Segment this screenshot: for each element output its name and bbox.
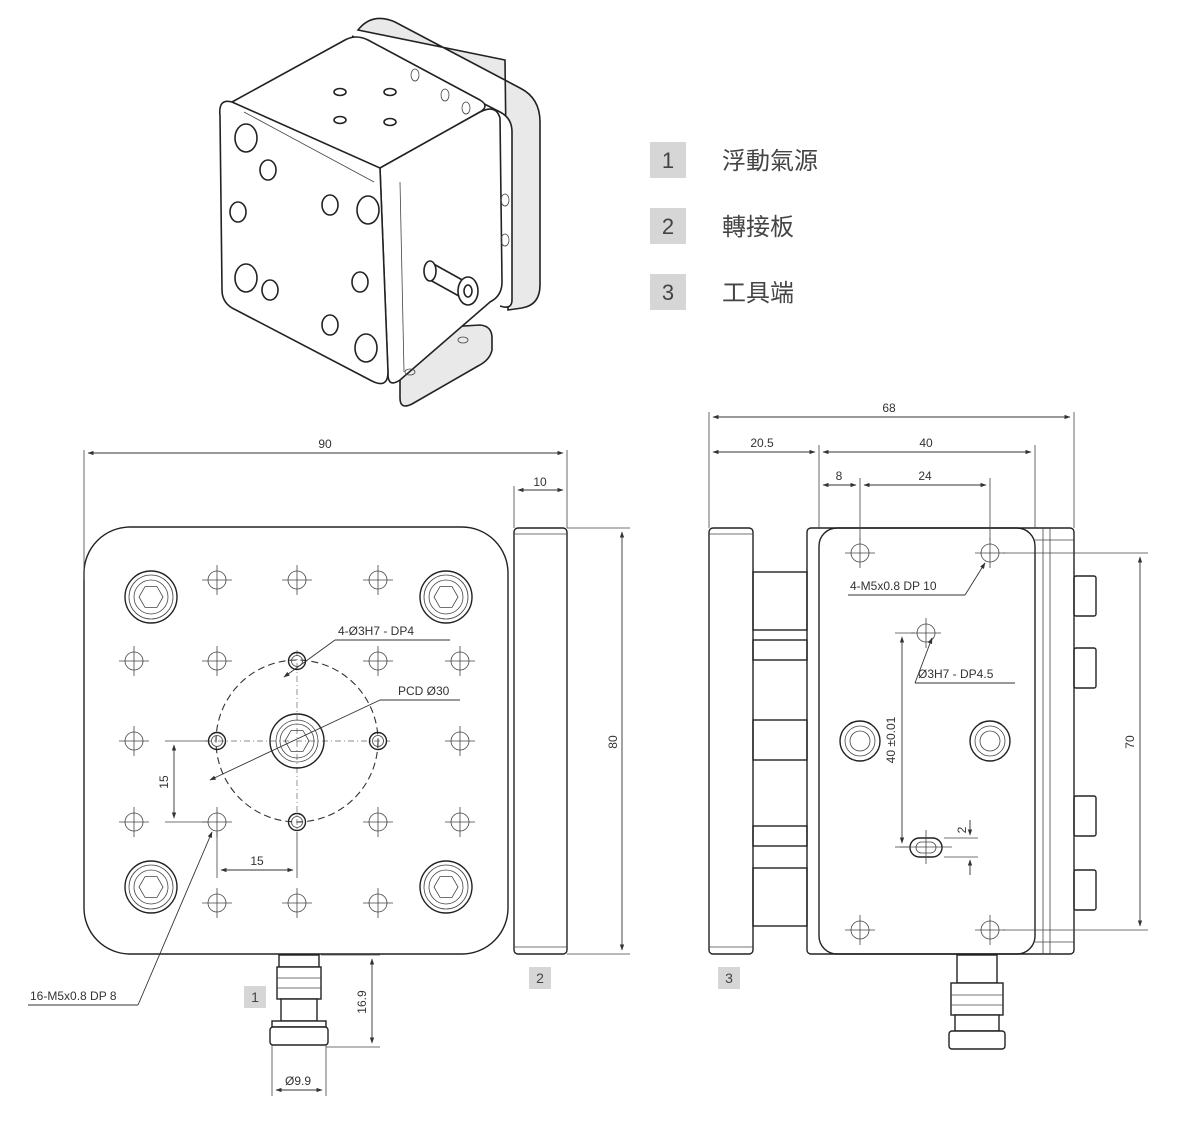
callout-pins: 4-Ø3H7 - DP4: [338, 624, 414, 638]
legend-badge: [650, 274, 686, 310]
dim-fitting-length: 16.9: [355, 990, 369, 1014]
dim-height: 70: [1123, 735, 1137, 749]
legend-badge: [650, 142, 686, 178]
bolt-icon: [419, 570, 473, 624]
legend-badge: [650, 208, 686, 244]
bolt-icon: [124, 860, 178, 914]
isometric-view: [218, 17, 541, 407]
legend-label: 工具端: [722, 280, 794, 307]
part-badge-adapter-label: 2: [536, 970, 544, 986]
dim-slot: 2: [955, 826, 969, 833]
front-plate-outline: [83, 526, 509, 955]
tool-plate-face: [818, 527, 1036, 955]
dim-edge: 8: [836, 469, 843, 483]
part-badge-source-label: 1: [251, 989, 259, 1005]
dim-pin-spacing: 40 ±0.01: [884, 716, 898, 763]
tool-plate-outer: [806, 527, 1075, 955]
legend-item-3: 3 工具端: [650, 274, 794, 310]
part-badge-source: [244, 986, 266, 1008]
dim-pin-spacing-h: 15: [250, 854, 264, 868]
side-view: 68 20.5 40 8 24 70 40 ±0.01 2 4-: [708, 401, 1148, 1050]
callout-threads: 16-M5x0.8 DP 8: [30, 989, 117, 1003]
dim-thickness: 10: [533, 475, 547, 489]
center-hub: [269, 713, 325, 769]
legend-num: 2: [662, 214, 674, 239]
legend-label: 浮動氣源: [722, 148, 818, 175]
legend-item-2: 2 轉接板: [650, 208, 794, 244]
dim-hole-spacing: 24: [918, 469, 932, 483]
counterbore-hole: [969, 720, 1011, 762]
front-view: 90 10 80 15 15 4-Ø3H7 - DP4 PCD Ø30 16-M…: [28, 437, 630, 1096]
dim-plate: 40: [919, 436, 933, 450]
dim-height: 80: [606, 735, 620, 749]
legend-num: 3: [662, 280, 674, 305]
dim-width: 90: [318, 437, 332, 451]
dim-pin-spacing-v: 15: [157, 775, 171, 789]
callout-pcd: PCD Ø30: [398, 684, 450, 698]
bolt-icon: [419, 860, 473, 914]
legend-item-1: 1 浮動氣源: [650, 142, 818, 178]
counterbore-hole: [839, 720, 881, 762]
legend-label: 轉接板: [722, 214, 794, 241]
part-badge-tool-label: 3: [725, 970, 733, 986]
side-adapter-plate: [708, 527, 754, 955]
callout-pin: Ø3H7 - DP4.5: [918, 667, 994, 681]
part-badge-tool: [718, 967, 740, 989]
air-fitting: [948, 954, 1006, 1050]
dim-total: 68: [882, 401, 896, 415]
callout-threads: 4-M5x0.8 DP 10: [850, 579, 937, 593]
part-badge-adapter: [529, 967, 551, 989]
legend-num: 1: [662, 148, 674, 173]
dim-offset: 20.5: [750, 436, 774, 450]
adapter-plate-side: [513, 527, 568, 955]
bolt-icon: [124, 570, 178, 624]
legend: 1 浮動氣源 2 轉接板 3 工具端: [650, 142, 818, 310]
air-fitting: [269, 954, 329, 1046]
dim-fitting-dia: Ø9.9: [285, 1074, 311, 1088]
